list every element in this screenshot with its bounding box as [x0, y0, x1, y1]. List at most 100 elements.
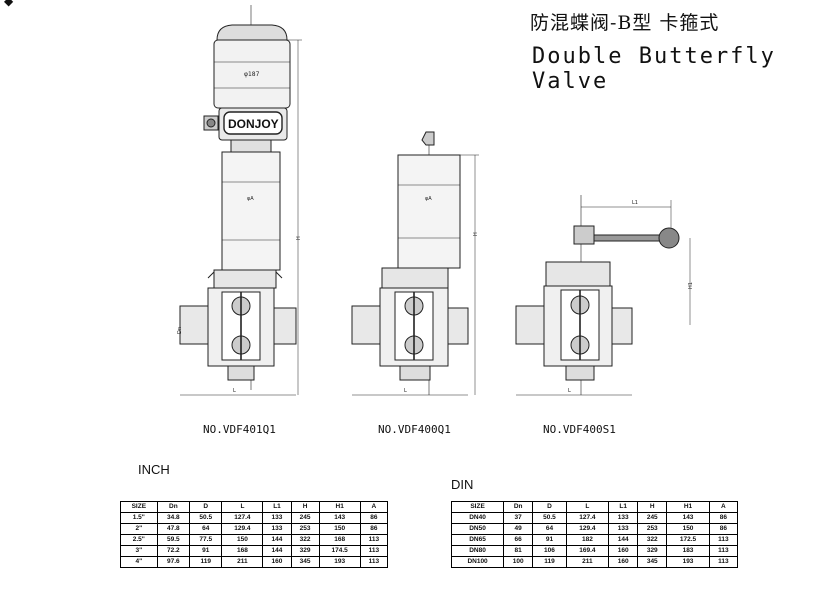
table-cell: 34.8	[156, 512, 191, 524]
table-cell: 345	[637, 556, 668, 568]
table-cell: 150	[666, 523, 710, 535]
dim-l-label: L	[233, 388, 236, 394]
dim-phia-label: φA	[247, 196, 254, 202]
dim-dn-label: Dn	[177, 327, 183, 334]
valve-vdf400q1: φA H L	[351, 131, 479, 396]
table-cell: 3"	[120, 545, 158, 557]
column-header: L1	[262, 501, 292, 513]
table-cell: 172.5	[666, 534, 710, 546]
table-cell: 182	[565, 534, 610, 546]
table-cell: 129.4	[565, 523, 610, 535]
column-header: L	[565, 501, 610, 513]
table-cell: 127.4	[565, 512, 610, 524]
valve-vdf400s1: L1 H1 L	[515, 195, 694, 396]
svg-text:L: L	[404, 388, 407, 394]
dim-h-label: H	[296, 236, 302, 240]
table-cell: 345	[290, 556, 320, 568]
table-cell: 127.4	[221, 512, 264, 524]
table-cell: 37	[503, 512, 534, 524]
model-label-vdf401q1: NO.VDF401Q1	[203, 423, 276, 436]
table-cell: 119	[532, 556, 567, 568]
table-cell: 50.5	[532, 512, 567, 524]
table-cell: 133	[262, 523, 292, 535]
column-header: H1	[666, 501, 710, 513]
model-label-vdf400q1: NO.VDF400Q1	[378, 423, 451, 436]
table-cell: DN65	[450, 534, 505, 546]
table-cell: 50.5	[189, 512, 223, 524]
table-cell: DN50	[450, 523, 505, 535]
table-cell: 59.5	[156, 534, 191, 546]
dim-l1-label: L1	[632, 200, 638, 206]
table-cell: 144	[262, 534, 292, 546]
column-header: SIZE	[450, 501, 505, 513]
table-cell: 113	[359, 545, 389, 557]
column-header: D	[189, 501, 223, 513]
column-header: H	[637, 501, 668, 513]
table-cell: 91	[532, 534, 567, 546]
table-cell: 168	[318, 534, 361, 546]
table-cell: 86	[359, 512, 389, 524]
table-cell: 322	[290, 534, 320, 546]
table-cell: 253	[637, 523, 668, 535]
table-cell: 174.5	[318, 545, 361, 557]
table-cell: 193	[318, 556, 361, 568]
table-cell: 143	[318, 512, 361, 524]
table-cell: 133	[608, 523, 639, 535]
table-cell: 160	[608, 545, 639, 557]
table-cell: 129.4	[221, 523, 264, 535]
inch-table-label: INCH	[138, 462, 170, 477]
svg-text:L: L	[568, 388, 571, 394]
table-cell: 329	[637, 545, 668, 557]
section-bullet-icon: ◆	[4, 0, 14, 8]
table-cell: 97.6	[156, 556, 191, 568]
column-header: Dn	[156, 501, 191, 513]
table-cell: 91	[189, 545, 223, 557]
table-cell: 64	[189, 523, 223, 535]
table-cell: 211	[565, 556, 610, 568]
table-cell: 193	[666, 556, 710, 568]
table-cell: 86	[708, 523, 739, 535]
table-cell: 81	[503, 545, 534, 557]
table-cell: 2"	[120, 523, 158, 535]
product-title-cn: 防混蝶阀-B型 卡箍式	[530, 12, 720, 34]
table-cell: 106	[532, 545, 567, 557]
table-cell: 113	[708, 545, 739, 557]
table-cell: 113	[359, 534, 389, 546]
table-cell: 64	[532, 523, 567, 535]
table-cell: 169.4	[565, 545, 610, 557]
table-cell: 66	[503, 534, 534, 546]
column-header: L1	[608, 501, 639, 513]
din-table-label: DIN	[451, 477, 474, 492]
table-cell: 119	[189, 556, 223, 568]
table-cell: 168	[221, 545, 264, 557]
column-header: SIZE	[120, 501, 158, 513]
table-cell: 160	[608, 556, 639, 568]
brand-logo: DONJOY	[228, 117, 279, 131]
table-cell: 113	[359, 556, 389, 568]
column-header: H1	[318, 501, 361, 513]
table-cell: 322	[637, 534, 668, 546]
table-cell: 143	[666, 512, 710, 524]
table-cell: 133	[608, 512, 639, 524]
table-cell: 113	[708, 556, 739, 568]
table-cell: 72.2	[156, 545, 191, 557]
table-cell: DN40	[450, 512, 505, 524]
table-cell: 86	[359, 523, 389, 535]
model-label-vdf400s1: NO.VDF400S1	[543, 423, 616, 436]
column-header: L	[221, 501, 264, 513]
table-cell: 160	[262, 556, 292, 568]
table-cell: 253	[290, 523, 320, 535]
